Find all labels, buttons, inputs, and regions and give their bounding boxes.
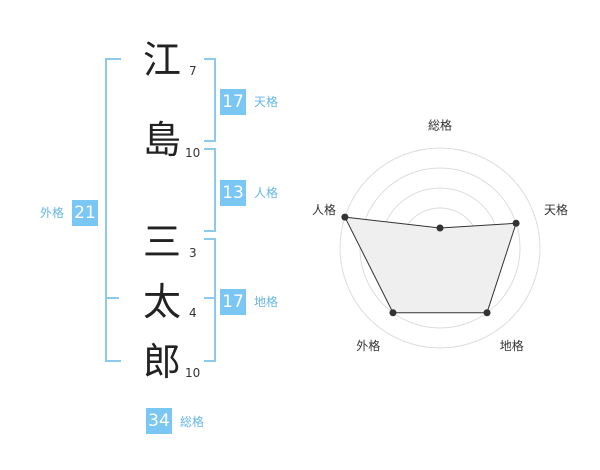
tenkaku-value-badge: 17 (220, 89, 246, 115)
gaikaku-value-badge: 21 (72, 200, 98, 226)
name-char-2: 島 (142, 118, 181, 162)
soukaku-label: 総格 (180, 415, 205, 429)
name-char-1: 江 (142, 38, 181, 82)
name-char-5: 郎 (142, 340, 181, 384)
radar-area (344, 216, 517, 314)
radar-axis-label-1: 総格 (428, 118, 452, 133)
radar-point-4 (389, 309, 397, 317)
jinkaku-value-badge: 13 (220, 180, 246, 206)
tenkaku-label: 天格 (254, 95, 279, 109)
name-char-4: 太 (142, 280, 181, 324)
stroke-count-4: 4 (189, 306, 197, 320)
stroke-count-5: 10 (185, 366, 201, 380)
radar-point-2 (512, 219, 520, 227)
chikaku-bracket (204, 238, 216, 362)
radar-ring (339, 147, 541, 349)
jinkaku-label: 人格 (254, 186, 279, 200)
radar-axis-label-5: 人格 (312, 202, 336, 217)
gaikaku-bracket (105, 58, 121, 362)
radar-axis-label-4: 外格 (356, 338, 380, 353)
gaikaku-label: 外格 (40, 206, 65, 220)
radar-axis-label-2: 天格 (544, 202, 568, 217)
radar-point-5 (341, 213, 349, 221)
stroke-count-1: 7 (189, 64, 197, 78)
radar-point-1 (436, 224, 444, 232)
name-char-3: 三 (142, 220, 181, 264)
stroke-count-3: 3 (189, 246, 197, 260)
stroke-count-2: 10 (185, 146, 201, 160)
radar-axis-label-3: 地格 (500, 338, 524, 353)
tenkaku-bracket (204, 58, 216, 142)
jinkaku-bracket (204, 148, 216, 232)
radar-point-3 (483, 309, 491, 317)
chikaku-bracket-tick (204, 297, 216, 299)
chikaku-label: 地格 (254, 295, 279, 309)
soukaku-value-badge: 34 (146, 408, 172, 434)
chikaku-value-badge: 17 (220, 289, 246, 315)
gaikaku-bracket-tick (105, 297, 119, 299)
